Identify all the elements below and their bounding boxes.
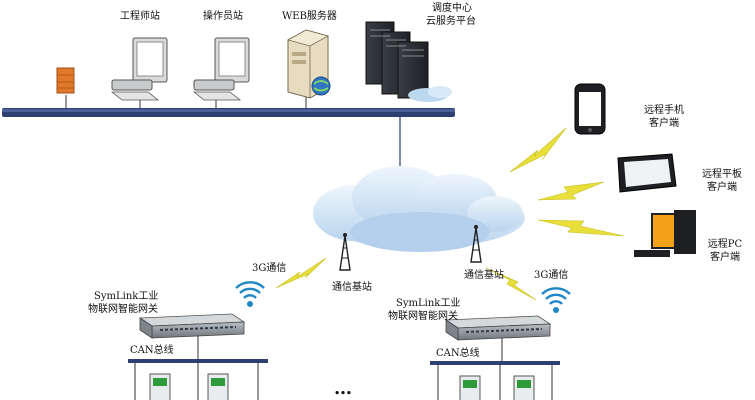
gateway-right-icon [444,315,552,362]
tablet-icon [617,153,677,193]
label-remote-tablet-1: 远程平板 [702,169,742,180]
label-base-station-right: 通信基站 [464,270,504,281]
can-bus-left [128,359,268,400]
field-device-icon [149,373,535,400]
label-operator-station: 操作员站 [203,11,243,22]
internet-cloud [313,166,525,252]
label-web-server: WEB服务器 [282,11,337,22]
label-3g-right: 3G通信 [534,270,569,281]
base-station-tower-left-icon [339,233,351,271]
ellipsis-more-devices: … [334,378,352,399]
label-remote-phone-2: 客户端 [649,118,679,129]
label-gateway-left-2: 物联网智能网关 [88,304,158,315]
label-3g-left: 3G通信 [252,263,287,274]
operator-workstation-icon [192,37,250,108]
firewall-icon [56,67,75,108]
label-gateway-right-1: SymLink工业 [396,298,461,309]
label-engineer-station: 工程师站 [120,11,160,22]
wireless-signal-left-icon [235,281,265,307]
label-remote-tablet-2: 客户端 [707,182,737,193]
gateway-left-icon [138,313,246,360]
engineer-workstation-icon [110,37,168,108]
label-remote-pc-2: 客户端 [710,252,740,263]
can-bus-right [430,361,560,400]
label-gateway-left-1: SymLink工业 [94,291,159,302]
label-gateway-right-2: 物联网智能网关 [388,311,458,322]
lightning-link-icon [275,127,625,301]
label-base-station-left: 通信基站 [332,282,372,293]
base-station-tower-right-icon [470,225,482,263]
label-can-bus-right: CAN总线 [436,348,480,359]
dispatch-server-racks-icon [365,21,452,102]
desktop-pc-icon [634,210,696,257]
label-dispatch-center-2: 云服务平台 [426,16,476,27]
label-dispatch-center-1: 调度中心 [432,3,472,14]
phone-icon [574,83,606,135]
web-server-icon [286,29,331,108]
label-can-bus-left: CAN总线 [130,345,174,356]
wireless-signal-right-icon [541,287,571,313]
label-remote-phone-1: 远程手机 [644,105,684,116]
label-remote-pc-1: 远程PC [707,239,743,250]
